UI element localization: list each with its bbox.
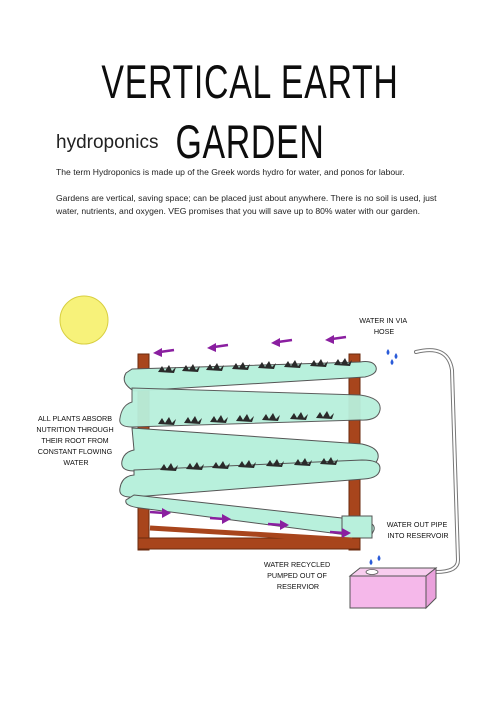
description-paragraph: Gardens are vertical, saving space; can … — [56, 193, 437, 216]
arrow-right-icon — [267, 520, 289, 530]
water-out-label: WATER OUT PIPE INTO RESERVOIR — [387, 520, 450, 540]
arrow-right-icon — [329, 528, 351, 538]
arrow-left-icon — [271, 338, 293, 347]
frame-base — [137, 537, 361, 550]
frame-brace — [149, 525, 353, 543]
section-heading: hydroponics — [56, 132, 159, 153]
plants-row-2 — [158, 411, 334, 425]
water-drop-icon — [386, 349, 398, 365]
sun-icon — [59, 295, 109, 345]
plants-row-1 — [158, 358, 352, 373]
arrow-right-icon — [149, 508, 171, 518]
flow-arrows — [149, 335, 351, 538]
water-recycled-label: WATER RECYCLED PUMPED OUT OF RESERVIOR — [264, 560, 332, 591]
arrow-left-icon — [207, 343, 229, 352]
intro-paragraph: The term Hydroponics is made up of the G… — [56, 167, 405, 177]
page-title: VERTICAL EARTH GARDEN — [101, 55, 399, 168]
arrow-right-icon — [209, 514, 231, 524]
water-drop-icon — [369, 555, 381, 565]
arrow-left-icon — [325, 335, 347, 344]
plants-absorb-label: ALL PLANTS ABSORB NUTRITION THROUGH THEI… — [36, 414, 115, 467]
water-in-label: WATER IN VIA HOSE — [359, 316, 409, 336]
plants-row-3 — [160, 457, 338, 471]
reservoir-tank — [349, 575, 427, 609]
arrow-left-icon — [153, 348, 175, 357]
